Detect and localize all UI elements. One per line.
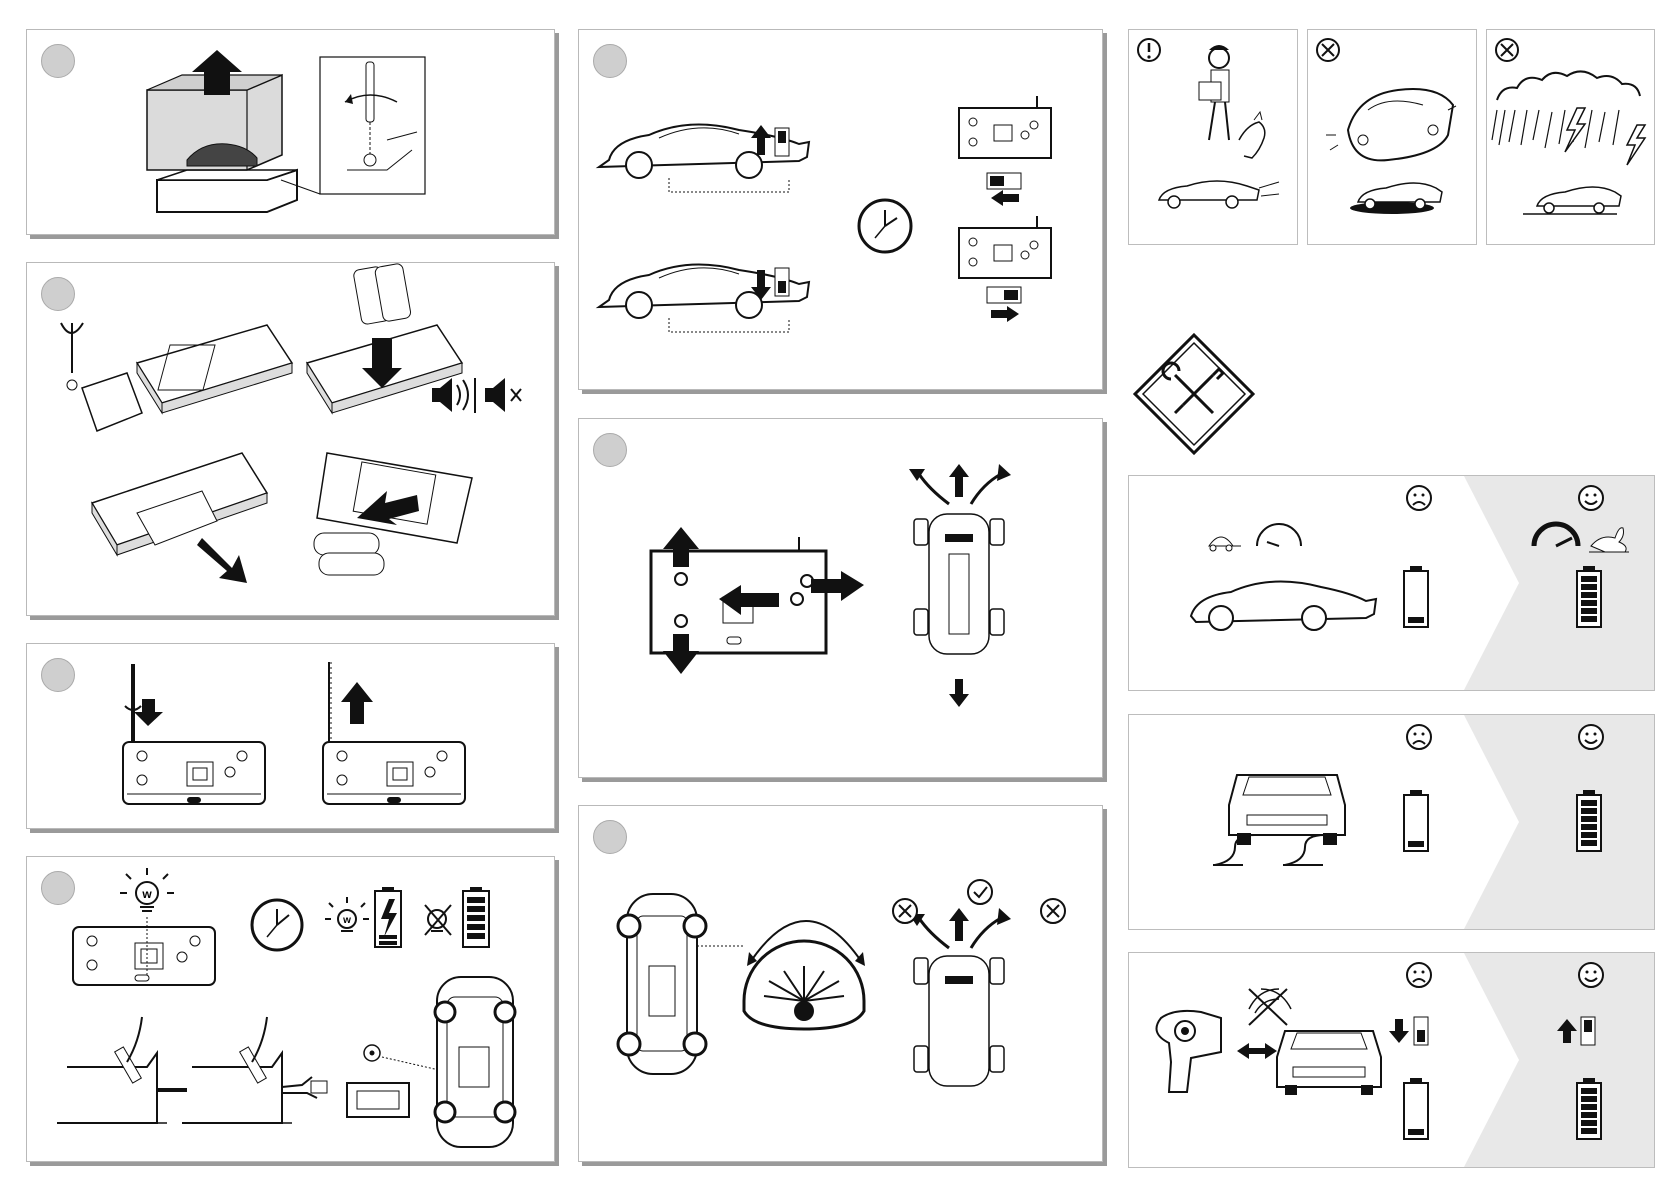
diagonal-arrow-icon <box>197 538 247 583</box>
warning-panel-no-roads <box>1307 29 1477 245</box>
double-arrow-icon <box>1237 1043 1277 1059</box>
happy-face-icon <box>1579 725 1603 749</box>
speedometer-low-icon <box>1257 524 1301 546</box>
up-arrow-icon <box>949 908 969 941</box>
troubleshoot-panel-slow <box>1128 475 1655 691</box>
pistol-remote-icon <box>1157 1011 1222 1092</box>
battery-low-icon <box>1404 790 1428 851</box>
lightbulb-off-icon <box>425 905 451 935</box>
down-arrow-icon <box>134 699 163 726</box>
happy-face-icon <box>1579 486 1603 510</box>
trim-dial-icon <box>744 921 865 1029</box>
right-arrow-icon <box>991 306 1019 322</box>
exclamation-circle-icon <box>1138 39 1160 61</box>
right-turn-arrow-icon <box>971 918 1001 948</box>
sad-face-icon <box>1407 486 1431 510</box>
step-panel-power-switch <box>578 29 1103 390</box>
battery-full-icon <box>463 887 489 947</box>
battery-low-icon <box>1404 566 1428 627</box>
clock-icon <box>252 900 302 950</box>
speaker-mute-icon <box>485 378 521 412</box>
sad-face-icon <box>1407 963 1431 987</box>
cross-circle-icon <box>1496 39 1518 61</box>
troubleshooting-icon <box>1133 333 1255 455</box>
battery-charging-icon <box>375 887 401 947</box>
up-arrow-icon <box>341 682 373 724</box>
step-panel-antenna <box>26 643 555 829</box>
left-turn-arrow-icon <box>919 918 949 948</box>
step-panel-charging: w w <box>26 856 555 1162</box>
down-arrow-icon <box>949 679 969 707</box>
lightbulb-icon: w <box>325 897 369 931</box>
lightbulb-icon: w <box>120 868 174 911</box>
turtle-icon <box>1209 537 1241 551</box>
battery-full-icon <box>1577 1078 1601 1139</box>
step-panel-remote-batteries <box>26 262 555 616</box>
steering-illustration <box>579 419 1102 777</box>
no-signal-icon <box>1249 989 1291 1025</box>
lightning-icon <box>1565 108 1585 152</box>
step-panel-steering <box>578 418 1103 778</box>
clock-icon <box>859 200 911 252</box>
sad-face-icon <box>1407 725 1431 749</box>
car-front-icon <box>1229 775 1345 845</box>
check-circle-icon <box>968 880 992 904</box>
step-panel-trim <box>578 805 1103 1162</box>
power-switch-illustration <box>579 30 1102 389</box>
left-turn-arrow-icon <box>919 474 949 504</box>
car-chassis <box>914 956 1004 1086</box>
battery-full-icon <box>1577 566 1601 627</box>
svg-text:w: w <box>342 915 351 926</box>
cross-circle-icon <box>893 899 917 923</box>
troubleshoot-panel-erratic <box>1128 714 1655 930</box>
cross-circle-icon <box>1317 39 1339 61</box>
battery-low-icon <box>1404 1078 1428 1139</box>
antenna-illustration <box>27 644 554 828</box>
speaker-on-icon <box>432 378 468 412</box>
troubleshoot-panel-no-response <box>1128 952 1655 1168</box>
charging-illustration: w w <box>27 857 554 1161</box>
happy-face-icon <box>1579 963 1603 987</box>
left-arrow-icon <box>991 190 1019 206</box>
lightning-icon <box>1627 125 1645 165</box>
step-panel-unbox <box>26 29 555 235</box>
trim-illustration <box>579 806 1102 1161</box>
speedometer-high-icon <box>1534 524 1578 546</box>
remote-battery-illustration <box>27 263 554 615</box>
rabbit-icon <box>1589 528 1629 552</box>
warning-panel-no-rain <box>1486 29 1655 245</box>
down-arrow-icon <box>1389 1019 1409 1043</box>
svg-text:w: w <box>141 887 152 901</box>
car-front-icon <box>1277 1031 1381 1095</box>
up-arrow-icon <box>1557 1019 1577 1043</box>
car-chassis <box>914 514 1004 654</box>
right-turn-arrow-icon <box>971 474 1001 504</box>
unbox-illustration <box>27 30 554 234</box>
cross-circle-icon <box>1041 899 1065 923</box>
warning-panel-people-animals <box>1128 29 1298 245</box>
battery-full-icon <box>1577 790 1601 851</box>
up-arrow-icon <box>949 464 969 497</box>
